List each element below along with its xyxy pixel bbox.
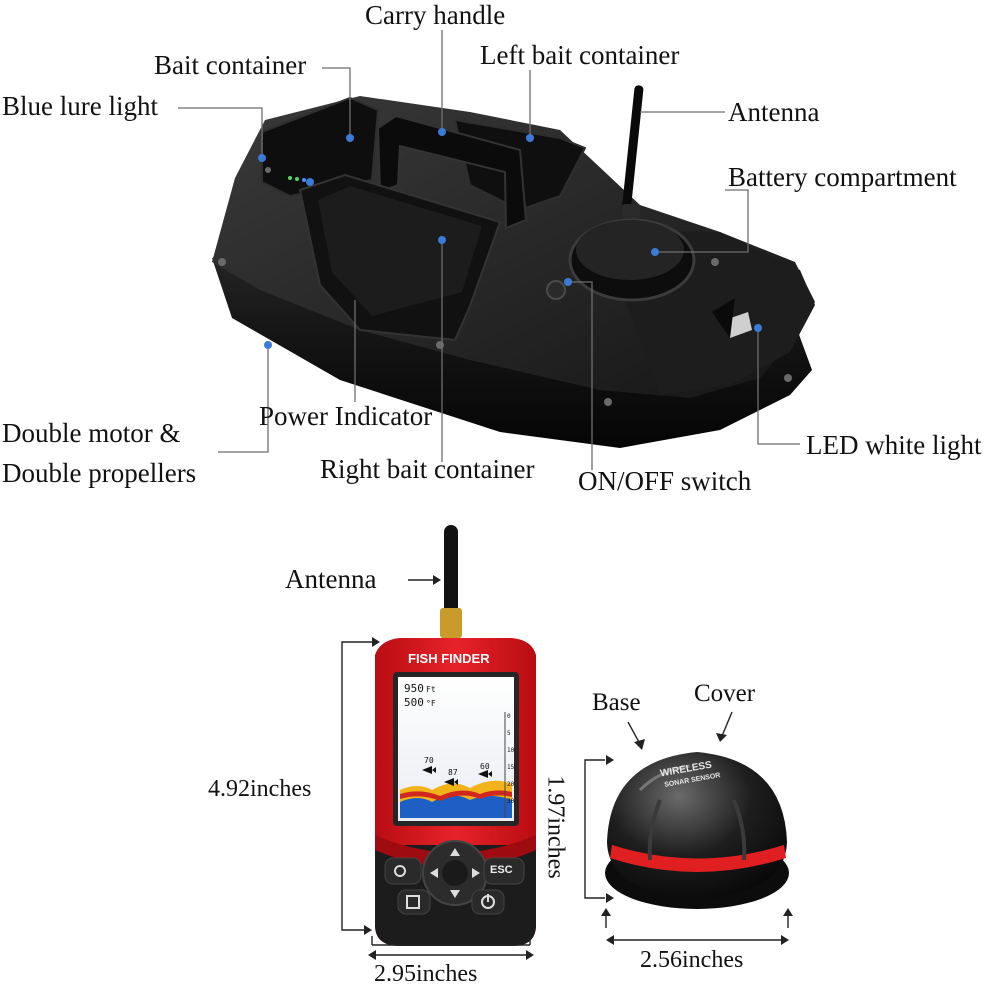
label-sonar-height: 1.97inches <box>542 775 569 879</box>
label-finder-width: 2.95inches <box>374 961 478 987</box>
finder-dimension-lines <box>341 579 531 956</box>
label-blue-lure-light: Blue lure light <box>2 91 158 121</box>
label-power-indicator: Power Indicator <box>259 401 433 431</box>
sonar-dimension-lines <box>584 711 789 941</box>
boat-callout-dots <box>258 128 762 349</box>
screen-depth: 950 <box>404 682 424 695</box>
label-finder-antenna: Antenna <box>285 564 377 594</box>
boat-callouts <box>178 30 800 470</box>
screen-fish-depth: 60 <box>480 762 490 771</box>
screen-depth-unit: Ft <box>426 685 436 694</box>
screen-scale-label: 5 <box>507 730 511 737</box>
label-double-motor: Double motor & <box>2 418 181 448</box>
screen-scale-label: 10 <box>507 747 515 754</box>
fish-finder-device <box>375 525 536 946</box>
screen-temp: 500 <box>404 696 424 709</box>
label-double-propellers: Double propellers <box>2 458 197 488</box>
label-sonar-width: 2.56inches <box>640 947 744 973</box>
label-on-off-switch: ON/OFF switch <box>578 466 752 496</box>
label-bait-container: Bait container <box>154 50 307 80</box>
bait-boat <box>212 85 815 448</box>
esc-button-label: ESC <box>490 864 513 876</box>
screen-fish-depth: 87 <box>448 768 458 777</box>
screen-scale-label: 0 <box>507 713 511 720</box>
label-sonar-base: Base <box>592 689 641 716</box>
screen-temp-unit: °F <box>426 699 436 708</box>
label-battery-compartment: Battery compartment <box>728 162 957 192</box>
sonar-dimension-arrows <box>601 733 793 945</box>
screen-scale-label: 15 <box>507 764 515 771</box>
label-finder-height: 4.92inches <box>208 776 312 802</box>
screen-fish-depth: 70 <box>424 756 434 765</box>
screen-scale-label: 30 <box>507 798 515 805</box>
label-left-bait-container: Left bait container <box>480 40 680 70</box>
label-right-bait-container: Right bait container <box>320 454 535 484</box>
finder-dimension-arrows <box>364 575 534 960</box>
finder-title: FISH FINDER <box>408 651 490 666</box>
sonar-sensor <box>605 752 789 909</box>
label-carry-handle: Carry handle <box>365 0 506 30</box>
label-sonar-cover: Cover <box>694 680 756 707</box>
label-led-white-light: LED white light <box>806 430 982 460</box>
label-antenna: Antenna <box>728 97 820 127</box>
screen-scale-label: 20 <box>507 781 515 788</box>
